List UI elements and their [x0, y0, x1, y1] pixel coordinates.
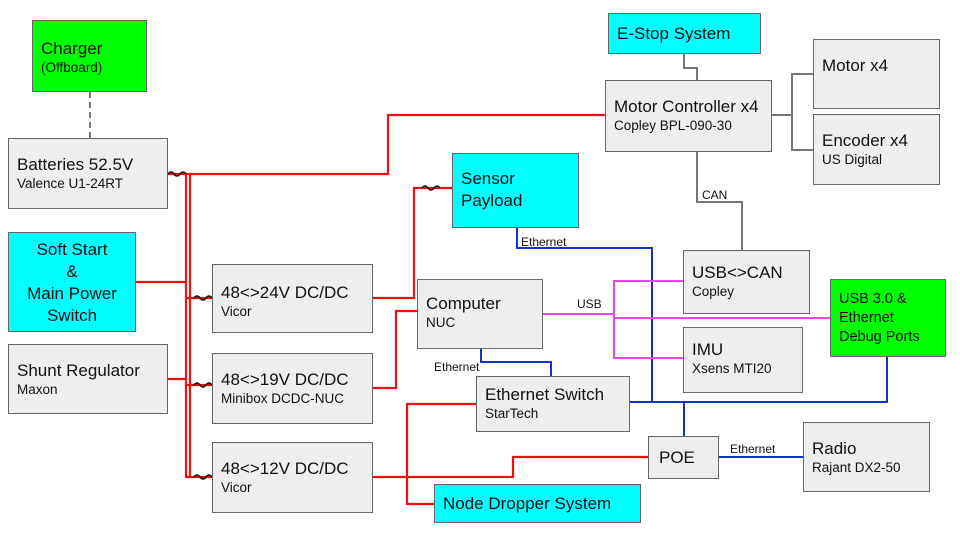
- dcdc19-to-computer: [373, 309, 417, 390]
- dcdc24-title: 48<>24V DC/DC: [221, 283, 349, 302]
- estop-title: E-Stop System: [617, 24, 731, 43]
- usb-debug-ports-box: USB 3.0 & Ethernet Debug Ports: [830, 279, 946, 357]
- soft-start-line1: Soft Start: [36, 240, 108, 259]
- soft-start-line4: Switch: [46, 306, 98, 325]
- dcdc12-to-poe: [407, 455, 648, 479]
- poe-box: POE: [648, 436, 719, 479]
- ethernet-sensor-label: Ethernet: [521, 235, 567, 249]
- shunt-title: Shunt Regulator: [17, 361, 140, 380]
- dcdc12-to-switch: [373, 402, 476, 479]
- radio-subtitle: Rajant DX2-50: [812, 460, 901, 475]
- encoder-subtitle: US Digital: [822, 152, 883, 167]
- fuse-icon: [421, 185, 441, 191]
- fuse-icon: [193, 295, 213, 301]
- usb-wires: [543, 280, 830, 359]
- computer-subtitle: NUC: [426, 315, 456, 330]
- shunt-subtitle: Maxon: [17, 382, 58, 397]
- batteries-title: Batteries 52.5V: [17, 155, 134, 174]
- soft-start-box: Soft Start & Main Power Switch: [8, 232, 136, 332]
- usb-can-box: USB<>CAN Copley: [683, 250, 810, 314]
- fuse-icon: [193, 382, 213, 388]
- ethernet-radio-label: Ethernet: [730, 442, 776, 456]
- imu-box: IMU Xsens MTI20: [683, 327, 803, 393]
- can-bus-line: [696, 152, 743, 250]
- usb-debug-line1: USB 3.0 &: [839, 291, 907, 307]
- node-dropper-box: Node Dropper System: [434, 484, 641, 523]
- computer-box: Computer NUC: [417, 279, 543, 349]
- dcdc12-title: 48<>12V DC/DC: [221, 459, 349, 478]
- radio-title: Radio: [812, 439, 857, 458]
- soft-start-line2: &: [66, 262, 78, 281]
- sensor-payload-box: Sensor Payload: [452, 153, 579, 228]
- usbcan-title: USB<>CAN: [692, 263, 783, 282]
- eth-switch-subtitle: StarTech: [485, 406, 539, 421]
- estop-box: E-Stop System: [608, 13, 761, 54]
- soft-start-line3: Main Power: [27, 284, 117, 303]
- computer-title: Computer: [426, 294, 501, 313]
- charger-title: Charger: [41, 39, 103, 58]
- fuse-icons: [167, 171, 441, 480]
- dcdc24-subtitle: Vicor: [221, 304, 252, 319]
- estop-link: [683, 54, 698, 80]
- usb-debug-line2: Ethernet: [839, 310, 894, 326]
- motor-link: [772, 73, 813, 116]
- fuse-icon: [167, 171, 187, 177]
- encoder-box: Encoder x4 US Digital: [813, 114, 940, 185]
- usb-to-usbcan: [613, 280, 683, 314]
- motor-title: Motor x4: [822, 56, 889, 75]
- node-dropper-title: Node Dropper System: [443, 494, 612, 513]
- can-wires: [683, 54, 813, 250]
- ethernet-wires: [480, 228, 888, 458]
- encoder-link: [791, 115, 813, 151]
- sensor-line2: Payload: [461, 191, 523, 210]
- charger-box: Charger (Offboard): [32, 20, 147, 92]
- ethernet-computer-label: Ethernet: [434, 360, 480, 374]
- dcdc12-subtitle: Vicor: [221, 480, 252, 495]
- batteries-box: Batteries 52.5V Valence U1-24RT: [8, 138, 168, 209]
- switch-to-debug-ethernet: [652, 357, 888, 403]
- poe-title: POE: [659, 448, 695, 467]
- power-wires: [136, 113, 648, 506]
- fuse-icon: [193, 474, 213, 480]
- sensor-ethernet: [516, 228, 653, 403]
- dcdc19-subtitle: Minibox DCDC-NUC: [221, 391, 345, 406]
- eth-switch-title: Ethernet Switch: [485, 385, 605, 404]
- charger-subtitle: (Offboard): [41, 60, 103, 75]
- dcdc-19v-box: 48<>19V DC/DC Minibox DCDC-NUC: [212, 353, 373, 424]
- ethernet-switch-box: Ethernet Switch StarTech: [476, 376, 630, 432]
- motor-controller-box: Motor Controller x4 Copley BPL-090-30: [605, 80, 772, 152]
- sensor-line1: Sensor: [461, 169, 515, 188]
- dcdc12-to-node-dropper: [405, 477, 434, 506]
- imu-title: IMU: [692, 340, 724, 359]
- dcdc-24v-box: 48<>24V DC/DC Vicor: [212, 264, 373, 333]
- usb-label: USB: [577, 297, 602, 311]
- motor-controller-title: Motor Controller x4: [614, 97, 759, 116]
- radio-box: Radio Rajant DX2-50: [803, 422, 930, 492]
- usbcan-subtitle: Copley: [692, 284, 735, 299]
- dcdc19-title: 48<>19V DC/DC: [221, 370, 349, 389]
- encoder-title: Encoder x4: [822, 131, 908, 150]
- shunt-regulator-box: Shunt Regulator Maxon: [8, 344, 168, 414]
- batteries-subtitle: Valence U1-24RT: [17, 176, 124, 191]
- usb-to-imu: [613, 314, 683, 359]
- usb-debug-line3: Debug Ports: [839, 329, 920, 345]
- can-label: CAN: [702, 188, 728, 202]
- imu-subtitle: Xsens MTI20: [692, 361, 772, 376]
- bus-to-motor-controller: [190, 113, 605, 176]
- motor-box: Motor x4: [813, 39, 940, 109]
- dcdc-12v-box: 48<>12V DC/DC Vicor: [212, 442, 373, 513]
- computer-ethernet: [480, 349, 552, 376]
- motor-controller-subtitle: Copley BPL-090-30: [614, 118, 732, 133]
